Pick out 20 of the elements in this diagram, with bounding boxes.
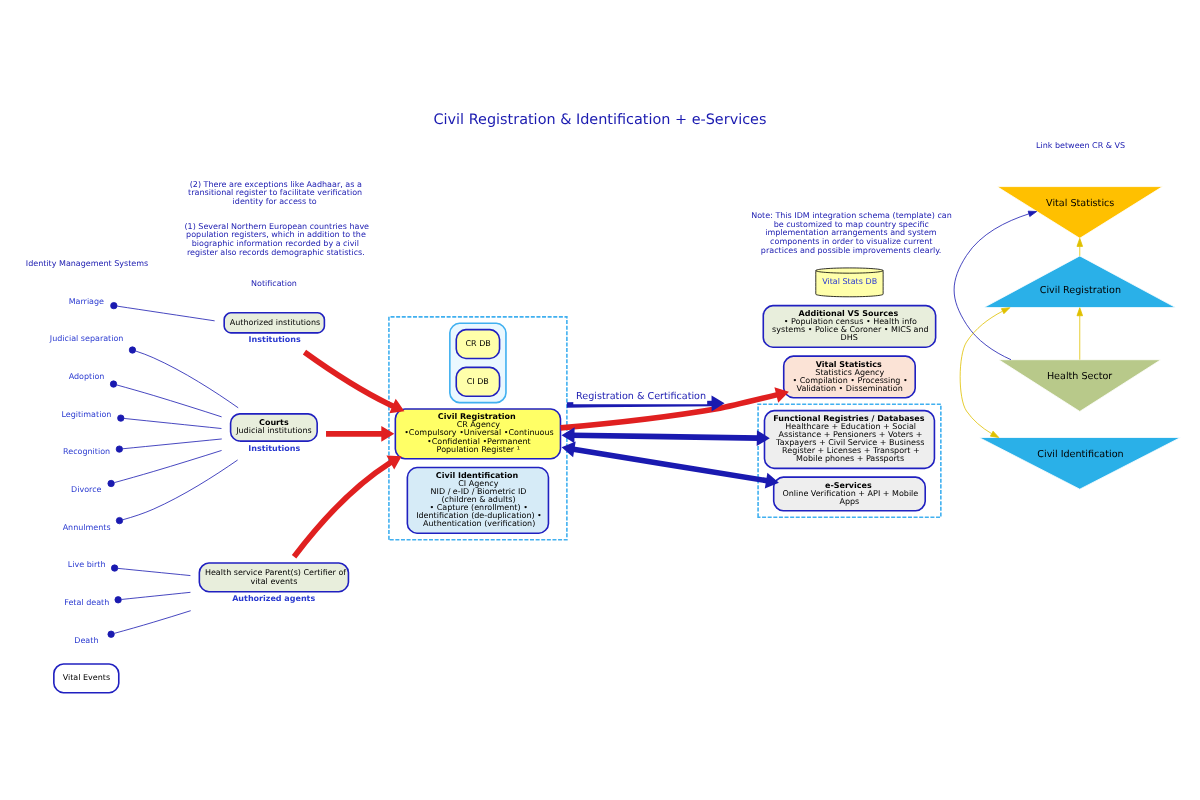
connector — [110, 301, 216, 321]
connector — [115, 437, 223, 452]
arrow — [326, 424, 395, 441]
connector — [128, 345, 239, 408]
arrow — [561, 440, 779, 488]
arrow — [1076, 306, 1083, 360]
connector — [114, 590, 191, 603]
cluster — [449, 321, 507, 403]
connector — [111, 563, 191, 575]
connector — [117, 413, 222, 428]
arrow — [561, 426, 770, 446]
arrow — [953, 209, 1038, 360]
connector — [107, 609, 192, 637]
arrow — [291, 454, 402, 558]
connector — [109, 379, 222, 417]
connector — [115, 458, 239, 524]
arrow — [302, 348, 405, 413]
arrow — [959, 306, 1011, 437]
arrow — [1076, 237, 1083, 256]
connector — [107, 449, 222, 487]
